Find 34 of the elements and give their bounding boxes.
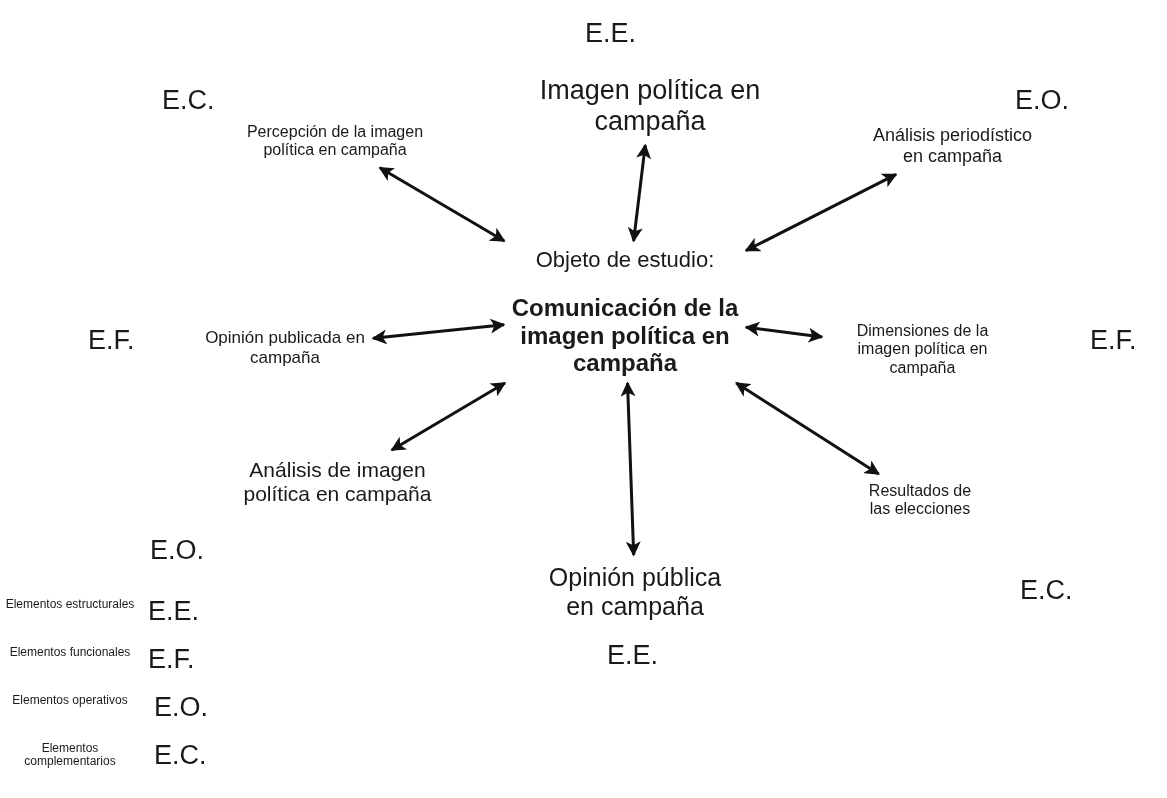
double-arrow bbox=[378, 166, 506, 243]
node-text: Análisis de imagen política en campaña bbox=[242, 458, 433, 507]
abbreviation-label: E.C. bbox=[162, 85, 215, 116]
legend-text: Elementos funcionales bbox=[8, 646, 132, 660]
abbreviation-label: E.C. bbox=[1020, 575, 1073, 606]
legend-text: Elementos complementarios bbox=[23, 742, 117, 769]
node-text: Imagen política en campaña bbox=[538, 75, 762, 138]
abbreviation-label: E.O. bbox=[1015, 85, 1069, 116]
double-arrow bbox=[390, 381, 507, 452]
legend-text: Elementos estructurales bbox=[4, 598, 136, 612]
abbreviation-label: E.E. bbox=[585, 18, 637, 49]
node-text: Opinión publicada en campaña bbox=[205, 328, 365, 368]
abbreviation-label: E.F. bbox=[88, 325, 135, 356]
double-arrow bbox=[627, 143, 652, 243]
double-arrow bbox=[620, 381, 641, 557]
node-text: Comunicación de la imagen política en campaña bbox=[510, 294, 740, 378]
abbreviation-label: E.E. bbox=[148, 596, 200, 627]
node-heading: Objeto de estudio: bbox=[534, 247, 716, 273]
double-arrow bbox=[371, 318, 506, 345]
node-text: Percepción de la imagen política en campaña bbox=[245, 123, 425, 160]
node-text: Opinión pública en campaña bbox=[547, 563, 723, 621]
abbreviation-label: E.O. bbox=[154, 692, 208, 723]
double-arrow bbox=[744, 321, 824, 343]
abbreviation-label: E.O. bbox=[150, 535, 204, 566]
node-text: Resultados de las elecciones bbox=[867, 482, 973, 519]
abbreviation-label: E.E. bbox=[607, 640, 659, 671]
double-arrow bbox=[735, 381, 880, 476]
legend-text: Elementos operativos bbox=[11, 694, 129, 708]
double-arrow bbox=[744, 173, 898, 252]
abbreviation-label: E.C. bbox=[154, 740, 207, 771]
abbreviation-label: E.F. bbox=[148, 644, 195, 675]
abbreviation-label: E.F. bbox=[1090, 325, 1137, 356]
node-text: Dimensiones de la imagen política en campaña bbox=[855, 322, 990, 378]
node-text: Análisis periodístico en campaña bbox=[871, 125, 1034, 167]
